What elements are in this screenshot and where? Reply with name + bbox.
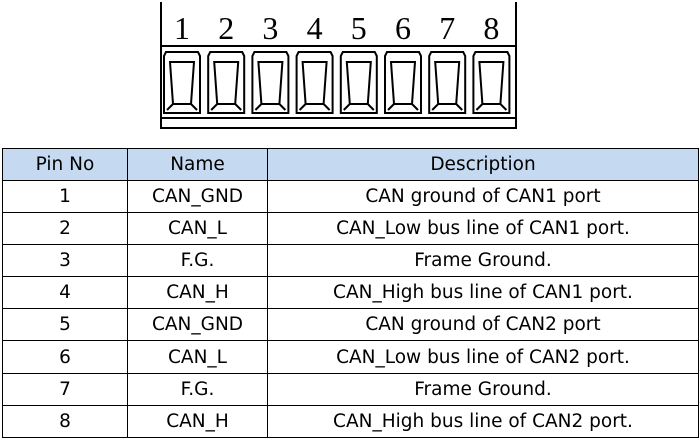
description-cell: CAN_Low bus line of CAN1 port. [267,212,699,246]
table-row: 6 CAN_L CAN_Low bus line of CAN2 port. [2,340,699,374]
socket-inner-opening [301,61,328,105]
socket-inner-opening [434,61,461,105]
pin-number-cell: 7 [2,372,128,406]
pin-socket [384,51,422,114]
signal-name-cell: CAN_GND [127,308,268,342]
table-row: 1 CAN_GND CAN ground of CAN1 port [2,179,699,214]
description-cell: CAN_High bus line of CAN1 port. [267,276,699,310]
pin-number-cell: 6 [2,340,128,374]
signal-name-cell: F.G. [127,372,268,406]
description-cell: CAN ground of CAN2 port [267,308,699,342]
socket-inner-opening [213,61,240,105]
socket-inner-opening [168,61,196,105]
table-row: 4 CAN_H CAN_High bus line of CAN1 port. [2,276,699,310]
header-name: Name [127,148,268,181]
socket-outer-frame [428,51,467,114]
socket-outer-frame [384,51,422,114]
housing-outline [160,2,517,129]
pin-socket [339,51,378,114]
pin-number-cell: 5 [2,308,128,342]
signal-name-cell: CAN_GND [127,179,268,214]
table-header-row: Pin No Name Description [2,148,699,181]
pin-socket [472,51,511,114]
description-cell: Frame Ground. [267,244,699,278]
pin-number-cell: 2 [2,212,128,246]
pin-assignment-table: Pin No Name Description 1 CAN_GND CAN gr… [2,148,699,438]
socket-outer-frame [472,51,511,114]
socket-inner-opening [389,61,417,105]
table-row: 7 F.G. Frame Ground. [2,372,699,406]
socket-inner-opening [257,61,284,105]
pin-number-label: 2 [218,10,234,46]
table-row: 5 CAN_GND CAN ground of CAN2 port [2,308,699,342]
signal-name-cell: CAN_H [127,276,268,310]
pin-socket-group [163,51,511,114]
table-row: 3 F.G. Frame Ground. [2,244,699,278]
pin-number-cell: 4 [2,276,128,310]
description-cell: CAN ground of CAN1 port [267,179,699,214]
pin-number-cell: 3 [2,244,128,278]
pin-socket [428,51,467,114]
description-cell: CAN_High bus line of CAN2 port. [267,404,699,438]
signal-name-cell: CAN_L [127,340,268,374]
pin-socket [251,51,290,114]
description-cell: Frame Ground. [267,372,699,406]
socket-inner-opening [345,61,372,105]
pin-socket [207,51,246,114]
description-cell: CAN_Low bus line of CAN2 port. [267,340,699,374]
signal-name-cell: F.G. [127,244,268,278]
terminal-block-housing [160,2,517,129]
socket-outer-frame [339,51,378,114]
header-pin-no: Pin No [2,148,128,181]
pin-number-label: 5 [351,10,367,46]
pin-number-label: 1 [174,10,190,46]
table-row: 2 CAN_L CAN_Low bus line of CAN1 port. [2,212,699,246]
header-description: Description [267,148,699,181]
pin-number-label: 8 [483,10,499,46]
signal-name-cell: CAN_L [127,212,268,246]
socket-outer-frame [207,51,246,114]
pin-socket [295,51,334,114]
socket-outer-frame [163,51,201,114]
pin-socket [163,51,201,114]
socket-inner-opening [478,61,505,105]
table-row: 8 CAN_H CAN_High bus line of CAN2 port. [2,404,699,438]
pin-number-label: 7 [439,10,455,46]
pin-number-label: 3 [262,10,278,46]
pin-number-cell: 1 [2,179,128,214]
pin-number-label: 4 [307,10,323,46]
signal-name-cell: CAN_H [127,404,268,438]
socket-outer-frame [295,51,334,114]
pin-number-label: 6 [395,10,411,46]
socket-outer-frame [251,51,290,114]
pin-number-cell: 8 [2,404,128,438]
